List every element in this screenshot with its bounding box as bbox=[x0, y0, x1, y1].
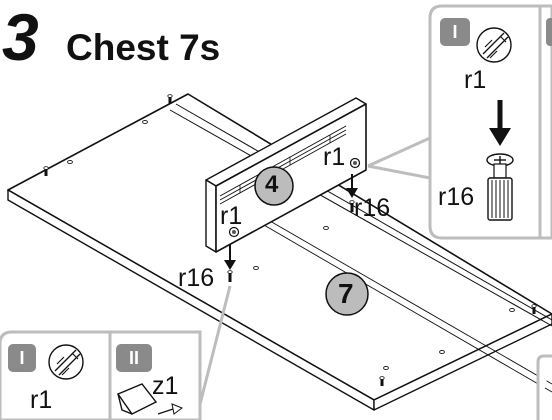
callout-tag-2: II bbox=[128, 348, 139, 368]
cam-label-left: r1 bbox=[220, 202, 243, 230]
step-title: Chest 7s bbox=[66, 27, 221, 68]
callout-top-right bbox=[367, 4, 552, 240]
callout-bottom-right-partial bbox=[536, 354, 552, 420]
panel-7 bbox=[7, 93, 552, 411]
insert-arrows bbox=[224, 174, 358, 270]
part-badge-4 bbox=[254, 166, 294, 206]
callout-top-fitting-label: r16 bbox=[438, 183, 475, 211]
dowel-detail-icon bbox=[486, 153, 514, 221]
rail-cam-holes bbox=[228, 157, 361, 238]
step-number: 3 bbox=[2, 0, 39, 74]
dowel-pins bbox=[43, 94, 537, 386]
cam-label-right: r1 bbox=[323, 143, 346, 171]
phillips-screwdriver-icon-small bbox=[48, 344, 84, 380]
part-label-4: 4 bbox=[265, 171, 279, 198]
callout-bottom-part-1: r1 bbox=[30, 386, 53, 414]
part-badge-7 bbox=[325, 272, 369, 316]
dowel-label-right: r16 bbox=[354, 194, 391, 222]
part-label-7: 7 bbox=[338, 278, 354, 309]
cam-lock-icon bbox=[116, 383, 184, 415]
callout-bottom-part-2: z1 bbox=[152, 372, 179, 400]
dowel-label-left: r16 bbox=[178, 264, 215, 292]
callout-tag-1: I bbox=[19, 348, 25, 368]
callout-top-part-label: r1 bbox=[464, 66, 487, 94]
phillips-screwdriver-icon bbox=[476, 27, 512, 63]
callout-bottom-left bbox=[0, 285, 232, 420]
callout-tag-top: I bbox=[452, 22, 458, 42]
